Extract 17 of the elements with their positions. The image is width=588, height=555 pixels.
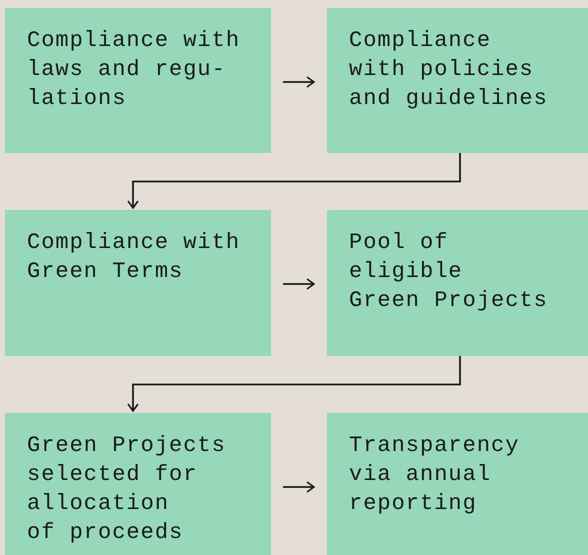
arrow [127, 356, 461, 412]
arrow [127, 153, 461, 209]
box-text: Compliance with Green Terms [27, 229, 240, 286]
box-text: Green Projects selected for allocation of proceeds [27, 432, 226, 547]
box-text: Compliance with laws and regu- lations [27, 27, 240, 113]
arrow [283, 76, 315, 88]
box-text: Transparency via annual reporting [349, 432, 520, 518]
process-box [327, 8, 588, 153]
arrow [283, 481, 315, 493]
process-box [5, 8, 271, 153]
arrow [283, 278, 315, 290]
process-box [5, 413, 271, 555]
process-box [327, 413, 588, 555]
box-text: Pool of eligible Green Projects [349, 229, 548, 315]
box-text: Compliance with policies and guidelines [349, 27, 548, 113]
process-box [5, 210, 271, 356]
process-box [327, 210, 588, 356]
